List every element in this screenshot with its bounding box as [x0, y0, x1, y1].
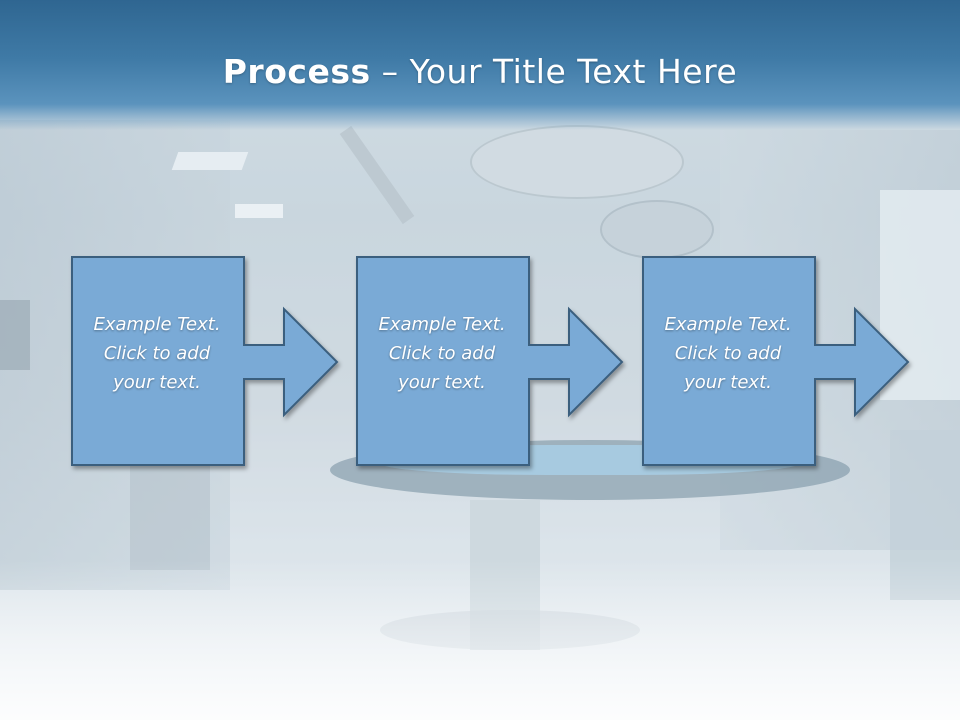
photo-fade-overlay [0, 560, 960, 720]
slide-title-rest: – Your Title Text Here [370, 52, 738, 91]
process-step-text[interactable]: Example Text. Click to add your text. [664, 314, 792, 393]
process-step-2[interactable]: Example Text. Click to add your text. [356, 256, 696, 468]
process-step-1[interactable]: Example Text. Click to add your text. [71, 256, 411, 468]
background-equipment-left [130, 460, 210, 570]
process-step-text[interactable]: Example Text. Click to add your text. [378, 314, 506, 393]
process-step-shape [356, 256, 624, 466]
surgical-lamp [470, 125, 684, 199]
slide-title-bold: Process [222, 52, 371, 91]
slide-title[interactable]: Process – Your Title Text Here [0, 52, 960, 91]
process-step-shape [71, 256, 339, 466]
process-step-3[interactable]: Example Text. Click to add your text. [642, 256, 960, 468]
title-bar: Process – Your Title Text Here [0, 0, 960, 130]
process-step-shape [642, 256, 910, 466]
process-step-text[interactable]: Example Text. Click to add your text. [93, 314, 221, 393]
background-monitor [0, 300, 30, 370]
ceiling-light [235, 204, 283, 218]
